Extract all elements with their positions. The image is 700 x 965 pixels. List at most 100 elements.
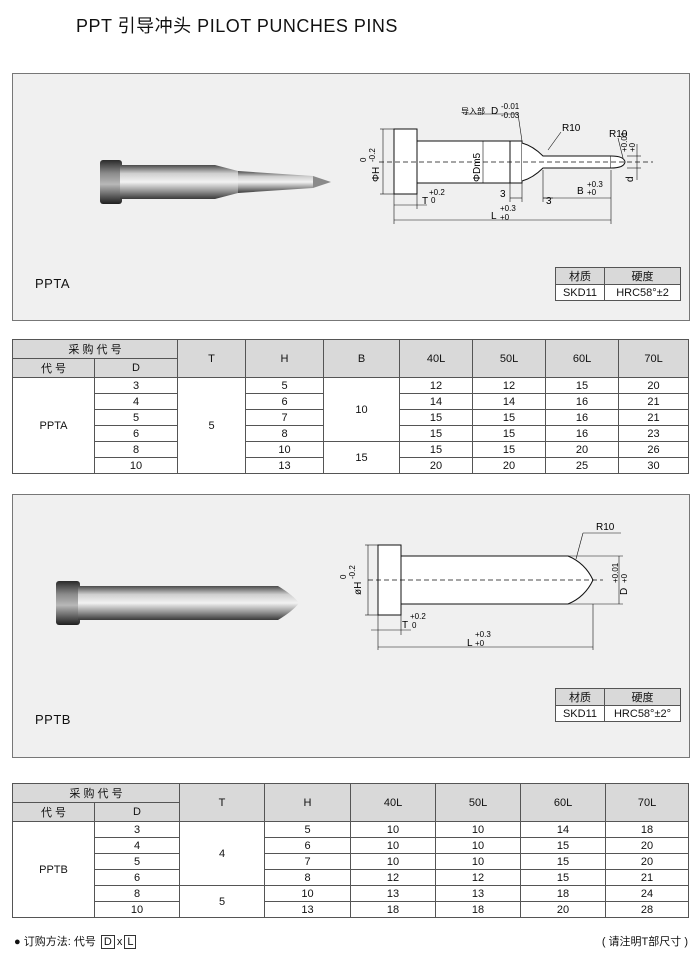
ppta-guide-d: D	[491, 106, 498, 117]
ppta-material-table: 材质 硬度 SKD11 HRC58°±2	[555, 267, 681, 301]
table-row: 10 13 18 18 20 28	[13, 901, 690, 918]
ppta-label: PPTA	[35, 276, 70, 291]
order-times: x	[116, 936, 123, 948]
purchase-code-header: 采 购 代 号	[11, 783, 181, 803]
ppta-h-tol-dn: -0.2	[368, 148, 377, 162]
cell-d: 8	[93, 441, 179, 458]
ppta-d-tol-dn: +0	[628, 142, 637, 152]
cell-60l: 15	[545, 377, 620, 394]
cell-d: 10	[93, 901, 181, 918]
cell-h: 7	[264, 853, 352, 870]
ppta-three-b: 3	[546, 196, 552, 207]
cell-60l: 20	[520, 901, 607, 918]
ppta-photo	[100, 160, 331, 204]
code-header: 代 号	[12, 358, 95, 378]
col-header-h: H	[264, 783, 352, 822]
cell-40l: 10	[350, 837, 437, 854]
ppta-h-tol-up: 0	[359, 157, 368, 162]
cell-d: 4	[93, 837, 181, 854]
col-header-b: B	[323, 339, 401, 378]
pptb-d-tol-dn: +0	[620, 573, 629, 583]
page-title: PPT 引导冲头 PILOT PUNCHES PINS	[76, 16, 398, 36]
table-row: 4 6 10 10 15 20	[13, 837, 690, 854]
cell-50l: 18	[435, 901, 522, 918]
table-row: PPTB 3 4 5 10 10 14 18	[12, 821, 690, 918]
cell-40l: 13	[350, 885, 437, 902]
ppta-phiD-label: ΦDm5	[472, 152, 483, 182]
ppta-guide-tol-dn: -0.03	[501, 111, 520, 120]
material-value: SKD11	[555, 705, 605, 722]
cell-50l: 15	[472, 409, 547, 426]
cell-50l: 14	[472, 393, 547, 410]
ppta-l-tol-up: +0.3	[500, 204, 516, 213]
bullet-icon: ●	[14, 936, 21, 948]
d-header: D	[93, 358, 179, 378]
cell-t: 5	[179, 885, 266, 918]
cell-d: 5	[93, 409, 179, 426]
cell-40l: 20	[399, 457, 474, 474]
pptb-r10: R10	[596, 522, 615, 533]
cell-h: 8	[245, 425, 325, 442]
pptb-material-table: 材质 硬度 SKD11 HRC58°±2°	[555, 688, 681, 722]
hardness-header: 硬度	[604, 267, 681, 285]
cell-50l: 13	[435, 885, 522, 902]
table-row: 6 8 12 12 15 21	[13, 869, 690, 886]
order-box-d: D	[100, 935, 115, 949]
col-header-60l: 60L	[520, 783, 607, 822]
pptb-label: PPTB	[35, 712, 71, 727]
pptb-l-label: L	[467, 638, 473, 649]
cell-60l: 16	[545, 393, 620, 410]
cell-h: 5	[264, 821, 352, 838]
hardness-value: HRC58°±2°	[604, 705, 681, 722]
ppta-t-tol-up: +0.2	[429, 188, 445, 197]
cell-40l: 15	[399, 425, 474, 442]
cell-d: 10	[93, 457, 179, 474]
cell-40l: 12	[399, 377, 474, 394]
table-row: 5 7 10 10 15 20	[13, 853, 690, 870]
pptb-t-tol-dn: 0	[412, 621, 417, 630]
order-note: ( 请注明T部尺寸 )	[601, 936, 688, 948]
cell-h: 10	[245, 441, 325, 458]
cell-40l: 12	[350, 869, 437, 886]
cell-b: 10	[323, 377, 401, 442]
col-header-60l: 60L	[545, 339, 620, 378]
cell-50l: 10	[435, 837, 522, 854]
cell-40l: 10	[350, 853, 437, 870]
cell-h: 13	[264, 901, 352, 918]
cell-70l: 20	[605, 853, 690, 870]
cell-h: 5	[245, 377, 325, 394]
col-header-50l: 50L	[435, 783, 522, 822]
cell-60l: 25	[545, 457, 620, 474]
ppta-guide-label: 导入部	[461, 106, 485, 116]
cell-40l: 10	[350, 821, 437, 838]
cell-h: 6	[264, 837, 352, 854]
cell-70l: 26	[618, 441, 690, 458]
cell-70l: 30	[618, 457, 690, 474]
pptb-d-tol-up: +0.01	[611, 562, 620, 583]
pptb-t-tol-up: +0.2	[410, 612, 426, 621]
pptb-photo	[56, 581, 299, 625]
ppta-b-label: B	[577, 186, 584, 197]
ppta-panel: 导入部 D -0.01 -0.03 R10 R10 d +0.01 +0 ΦH …	[12, 73, 690, 321]
cell-40l: 14	[399, 393, 474, 410]
cell-t: 5	[177, 377, 247, 474]
ppta-spec-table: 采 购 代 号 T H B 40L 50L 60L 70L 代 号 D PPTA…	[11, 339, 690, 474]
cell-h: 10	[264, 885, 352, 902]
ppta-l-tol-dn: +0	[500, 213, 510, 222]
ppta-r10-b: R10	[609, 129, 628, 140]
order-box-l: L	[124, 935, 137, 949]
material-header: 材质	[555, 688, 605, 706]
col-header-70l: 70L	[605, 783, 690, 822]
cell-70l: 21	[618, 409, 690, 426]
cell-60l: 20	[545, 441, 620, 458]
cell-70l: 20	[618, 377, 690, 394]
d-header: D	[93, 802, 181, 822]
product-code: PPTA	[12, 377, 95, 474]
cell-60l: 16	[545, 409, 620, 426]
purchase-code-header: 采 购 代 号	[11, 339, 179, 359]
cell-50l: 12	[472, 377, 547, 394]
cell-d: 3	[93, 821, 181, 838]
cell-40l: 18	[350, 901, 437, 918]
code-header: 代 号	[12, 802, 95, 822]
